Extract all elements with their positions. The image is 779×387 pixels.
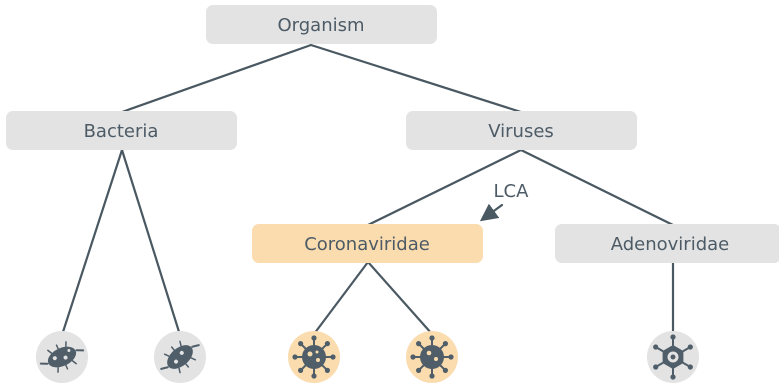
coronavirus-icon (292, 335, 336, 379)
node-bacteria-label: Bacteria (84, 121, 159, 142)
node-adenoviridae-box (555, 224, 779, 263)
edge-viruses-coronaviridae (366, 148, 523, 227)
tree-edges (60, 43, 675, 337)
edge-organism-viruses (309, 43, 523, 114)
bacterium-icon (39, 341, 85, 373)
coronavirus-icon (410, 335, 454, 379)
node-adenoviridae-label: Adenoviridae (611, 234, 730, 255)
node-adenoviridae: Adenoviridae (555, 224, 779, 263)
adenovirus-icon (653, 334, 693, 380)
edge-coronaviridae-leaf1 (312, 260, 370, 336)
edge-organism-bacteria (120, 43, 313, 114)
node-bacteria-box (6, 111, 237, 150)
edge-bacteria-leaf2 (120, 148, 182, 337)
leaf-coronavirus-2 (406, 331, 458, 383)
node-coronaviridae-box (252, 224, 483, 263)
edge-viruses-adenoviridae (519, 148, 675, 227)
leaf-coronavirus-1 (288, 331, 340, 383)
bacterium-icon (160, 340, 200, 374)
node-organism-box (206, 5, 437, 44)
node-viruses-box (406, 111, 637, 150)
node-organism: Organism (206, 5, 437, 44)
node-bacteria: Bacteria (6, 111, 237, 150)
lca-arrow (479, 203, 504, 222)
node-viruses-label: Viruses (488, 121, 554, 142)
lca-label: LCA (494, 181, 530, 202)
lca-annotation: LCA (479, 181, 530, 222)
node-coronaviridae-label: Coronaviridae (304, 234, 430, 255)
leaf-adenovirus-1 (647, 331, 699, 383)
node-coronaviridae: Coronaviridae (252, 224, 483, 263)
leaf-bacterium-2 (154, 331, 206, 383)
node-organism-label: Organism (277, 15, 364, 36)
node-viruses: Viruses (406, 111, 637, 150)
edge-coronaviridae-leaf2 (366, 260, 434, 336)
leaf-bacterium-1 (36, 331, 88, 383)
edge-bacteria-leaf1 (60, 148, 124, 337)
